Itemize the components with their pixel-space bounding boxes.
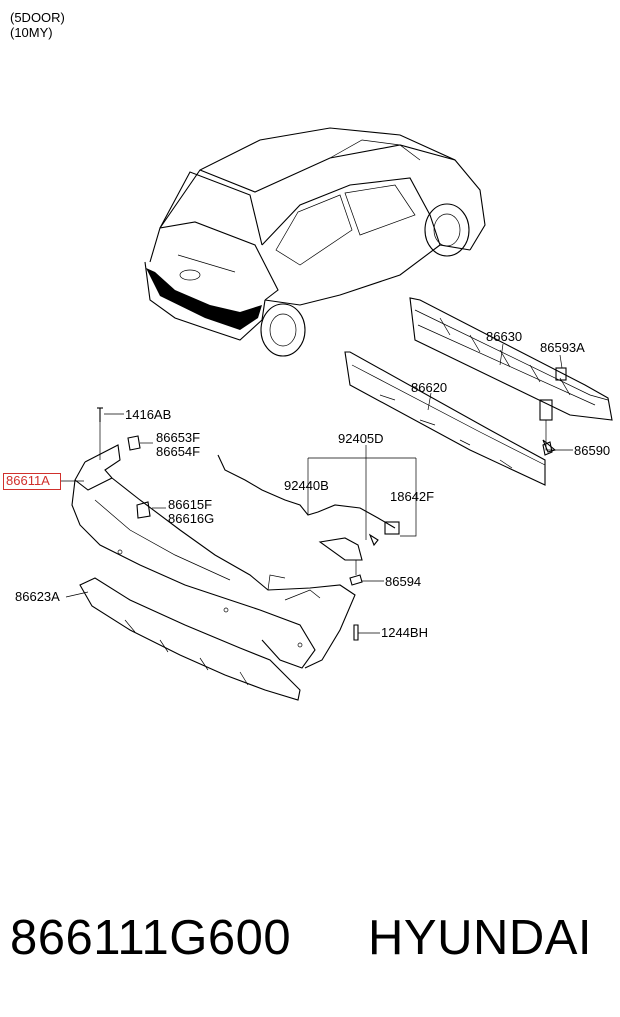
variant-label-doors: (5DOOR) bbox=[10, 10, 65, 25]
part-label-92405d[interactable]: 92405D bbox=[338, 431, 384, 446]
variant-label-model-year: (10MY) bbox=[10, 25, 53, 40]
part-label-18642f[interactable]: 18642F bbox=[390, 489, 435, 504]
clip-86590-icon bbox=[542, 441, 553, 456]
part-label-86653f[interactable]: 86653F bbox=[156, 430, 201, 445]
bracket-86615f-icon bbox=[136, 501, 151, 519]
footer-part-number: 866111G600 bbox=[10, 911, 292, 965]
part-label-86615f[interactable]: 86615F bbox=[168, 497, 213, 512]
energy-absorber-illustration bbox=[344, 351, 557, 486]
back-beam-illustration bbox=[409, 297, 613, 421]
part-label-86594[interactable]: 86594 bbox=[385, 574, 422, 589]
part-label-86616g[interactable]: 86616G bbox=[168, 511, 215, 526]
part-label-86623a[interactable]: 86623A bbox=[15, 589, 60, 604]
leader-lines bbox=[61, 343, 573, 634]
part-label-92440b[interactable]: 92440B bbox=[284, 478, 329, 493]
part-label-86630[interactable]: 86630 bbox=[486, 329, 523, 344]
part-label-86611a-highlighted[interactable]: 86611A bbox=[3, 473, 61, 490]
clip-86594-icon bbox=[349, 574, 363, 586]
bumper-cover-illustration bbox=[71, 444, 356, 669]
bolt-1244bh-icon bbox=[353, 624, 359, 641]
bracket-86653f-icon bbox=[127, 435, 141, 451]
wiring-and-lamp-illustration bbox=[217, 454, 400, 561]
bumper-diffuser-illustration bbox=[79, 577, 301, 701]
footer-brand: HYUNDAI bbox=[368, 911, 593, 965]
part-label-1416ab[interactable]: 1416AB bbox=[125, 407, 172, 422]
part-label-86593a[interactable]: 86593A bbox=[540, 340, 585, 355]
part-label-86590[interactable]: 86590 bbox=[574, 443, 611, 458]
car-illustration bbox=[144, 127, 486, 357]
part-label-86654f[interactable]: 86654F bbox=[156, 444, 201, 459]
part-label-1244bh[interactable]: 1244BH bbox=[381, 625, 428, 640]
part-label-86620[interactable]: 86620 bbox=[411, 380, 448, 395]
